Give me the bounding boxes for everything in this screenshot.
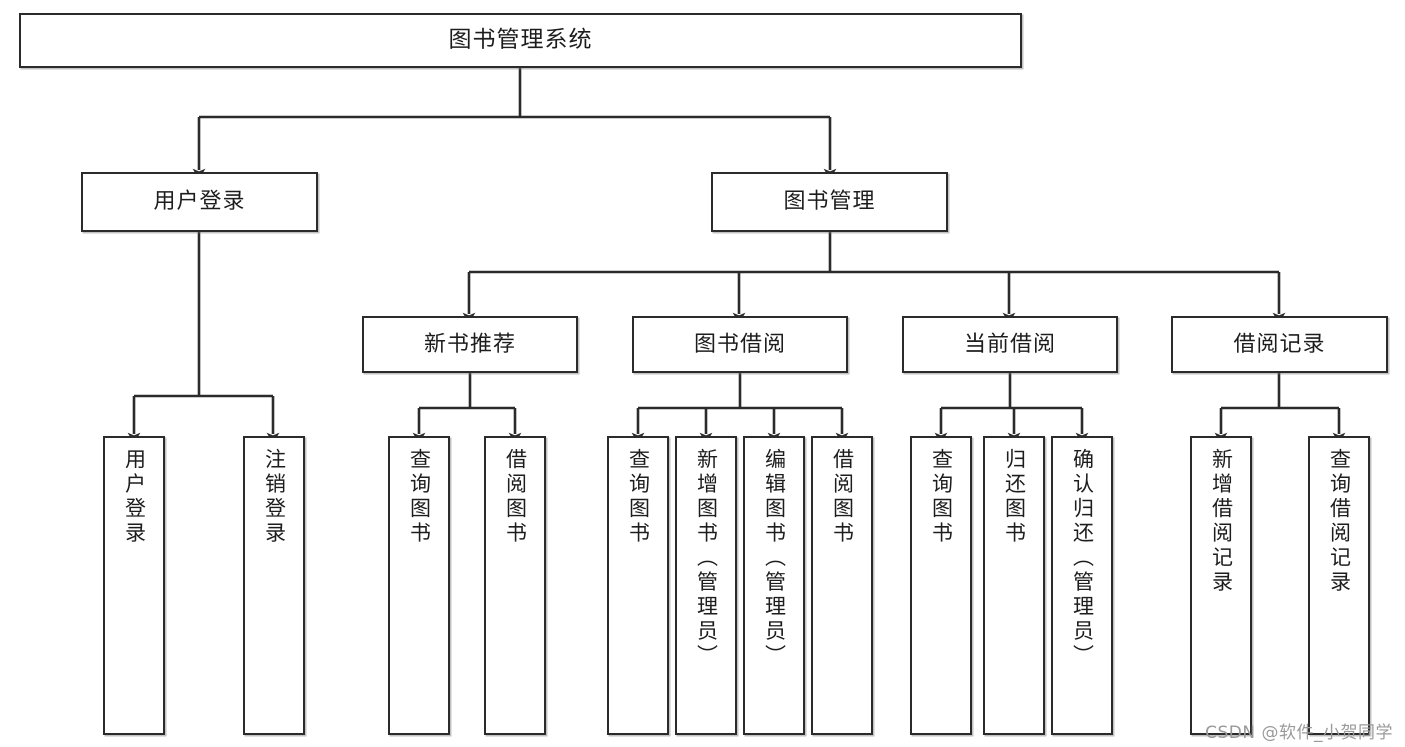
node-leaf-confirm-return[interactable]: 确认归还（管理员） — [1051, 436, 1113, 735]
node-label: 编辑图书（管理员） — [762, 448, 787, 669]
node-label: 注销登录 — [262, 448, 287, 546]
node-label: 用户登录 — [122, 448, 147, 546]
node-root-system[interactable]: 图书管理系统 — [19, 13, 1022, 68]
node-leaf-add-record[interactable]: 新增借阅记录 — [1190, 436, 1252, 735]
node-label: 借阅图书 — [503, 448, 528, 546]
node-leaf-query-book-cur[interactable]: 查询图书 — [910, 436, 972, 735]
node-label: 查询图书 — [407, 448, 432, 546]
node-user-login[interactable]: 用户登录 — [81, 172, 318, 232]
node-label: 新增借阅记录 — [1209, 448, 1234, 595]
node-leaf-add-book[interactable]: 新增图书（管理员） — [675, 436, 737, 735]
node-leaf-query-book-rec[interactable]: 查询图书 — [388, 436, 450, 735]
node-label: 借阅图书 — [830, 448, 855, 546]
node-leaf-query-book-bor[interactable]: 查询图书 — [607, 436, 669, 735]
node-label: 新增图书（管理员） — [694, 448, 719, 669]
node-book-borrow[interactable]: 图书借阅 — [632, 316, 848, 373]
node-leaf-borrow-book-rec[interactable]: 借阅图书 — [484, 436, 546, 735]
node-leaf-user-logout[interactable]: 注销登录 — [243, 436, 305, 735]
node-current-borrow[interactable]: 当前借阅 — [902, 316, 1118, 373]
node-label: 图书管理 — [783, 189, 876, 215]
node-label: 归还图书 — [1002, 448, 1027, 546]
node-new-book-recommend[interactable]: 新书推荐 — [362, 316, 578, 373]
node-leaf-user-login[interactable]: 用户登录 — [103, 436, 165, 735]
node-borrow-record[interactable]: 借阅记录 — [1171, 316, 1388, 373]
node-label: 新书推荐 — [423, 331, 516, 357]
node-label: 查询图书 — [929, 448, 954, 546]
node-label: 当前借阅 — [963, 331, 1056, 357]
node-book-manage[interactable]: 图书管理 — [711, 172, 948, 232]
node-leaf-edit-book[interactable]: 编辑图书（管理员） — [743, 436, 805, 735]
node-label: 图书借阅 — [693, 331, 786, 357]
node-label: 图书管理系统 — [448, 27, 593, 54]
node-leaf-return-book[interactable]: 归还图书 — [983, 436, 1045, 735]
watermark: CSDN @软件_小贺同学 — [1205, 723, 1393, 743]
node-leaf-borrow-book-bor[interactable]: 借阅图书 — [811, 436, 873, 735]
node-leaf-query-record[interactable]: 查询借阅记录 — [1308, 436, 1370, 735]
node-label: 查询图书 — [626, 448, 651, 546]
node-label: 确认归还（管理员） — [1070, 448, 1095, 669]
node-label: 查询借阅记录 — [1327, 448, 1352, 595]
node-label: 借阅记录 — [1233, 331, 1326, 357]
node-label: 用户登录 — [153, 189, 246, 215]
connector-lines — [127, 68, 1346, 444]
